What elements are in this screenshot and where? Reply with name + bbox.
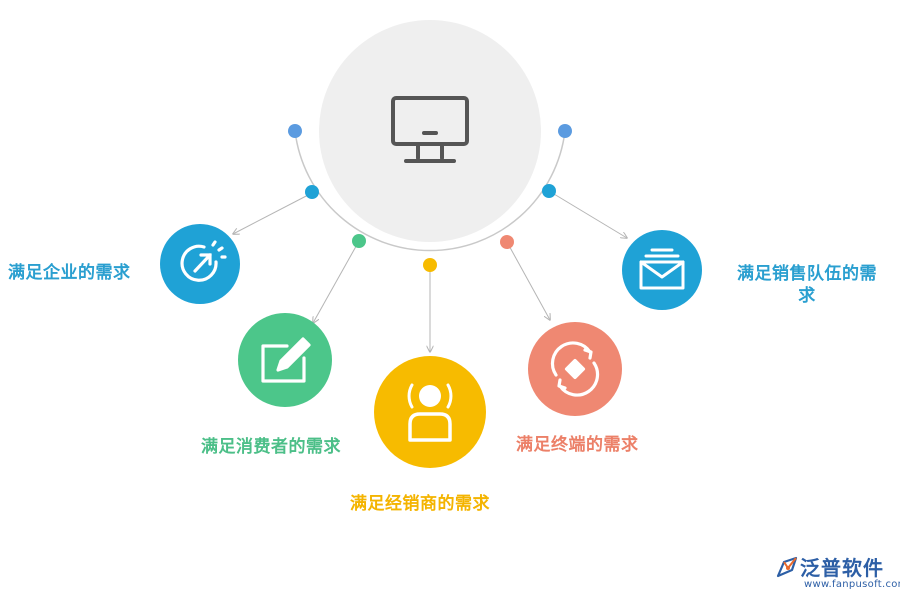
arrow-enterprise	[233, 192, 313, 234]
label-sales: 满足销售队伍的需求	[737, 264, 877, 306]
refresh-icon	[550, 341, 600, 397]
logo-name: 泛普软件	[800, 556, 884, 580]
label-terminal: 满足终端的需求	[516, 435, 639, 455]
mail-icon	[639, 248, 685, 290]
arrow-sales	[548, 190, 627, 238]
node-sales	[622, 230, 702, 310]
node-enterprise	[160, 224, 240, 304]
dot-terminal	[500, 235, 514, 249]
dot-top-right	[558, 124, 572, 138]
node-terminal	[528, 322, 622, 416]
arrows	[233, 190, 627, 352]
logo-url: www.fanpusoft.com	[804, 579, 900, 590]
label-dealer: 满足经销商的需求	[350, 494, 490, 514]
label-enterprise: 满足企业的需求	[8, 263, 131, 283]
node-consumer	[238, 313, 332, 407]
logo: 泛普软件 www.fanpusoft.com	[772, 552, 900, 598]
dot-consumer	[352, 234, 366, 248]
dot-enterprise	[305, 185, 319, 199]
user-icon	[407, 383, 453, 442]
edit-icon	[261, 337, 311, 383]
monitor-icon	[391, 96, 469, 163]
node-dealer	[374, 356, 486, 468]
arrow-terminal	[506, 241, 550, 320]
dot-dealer	[423, 258, 437, 272]
label-consumer: 满足消费者的需求	[201, 437, 341, 457]
logo-mark-icon	[776, 556, 798, 578]
clock-arrow-icon	[180, 240, 227, 282]
dot-sales	[542, 184, 556, 198]
dot-top-left	[288, 124, 302, 138]
arrow-consumer	[313, 240, 360, 323]
